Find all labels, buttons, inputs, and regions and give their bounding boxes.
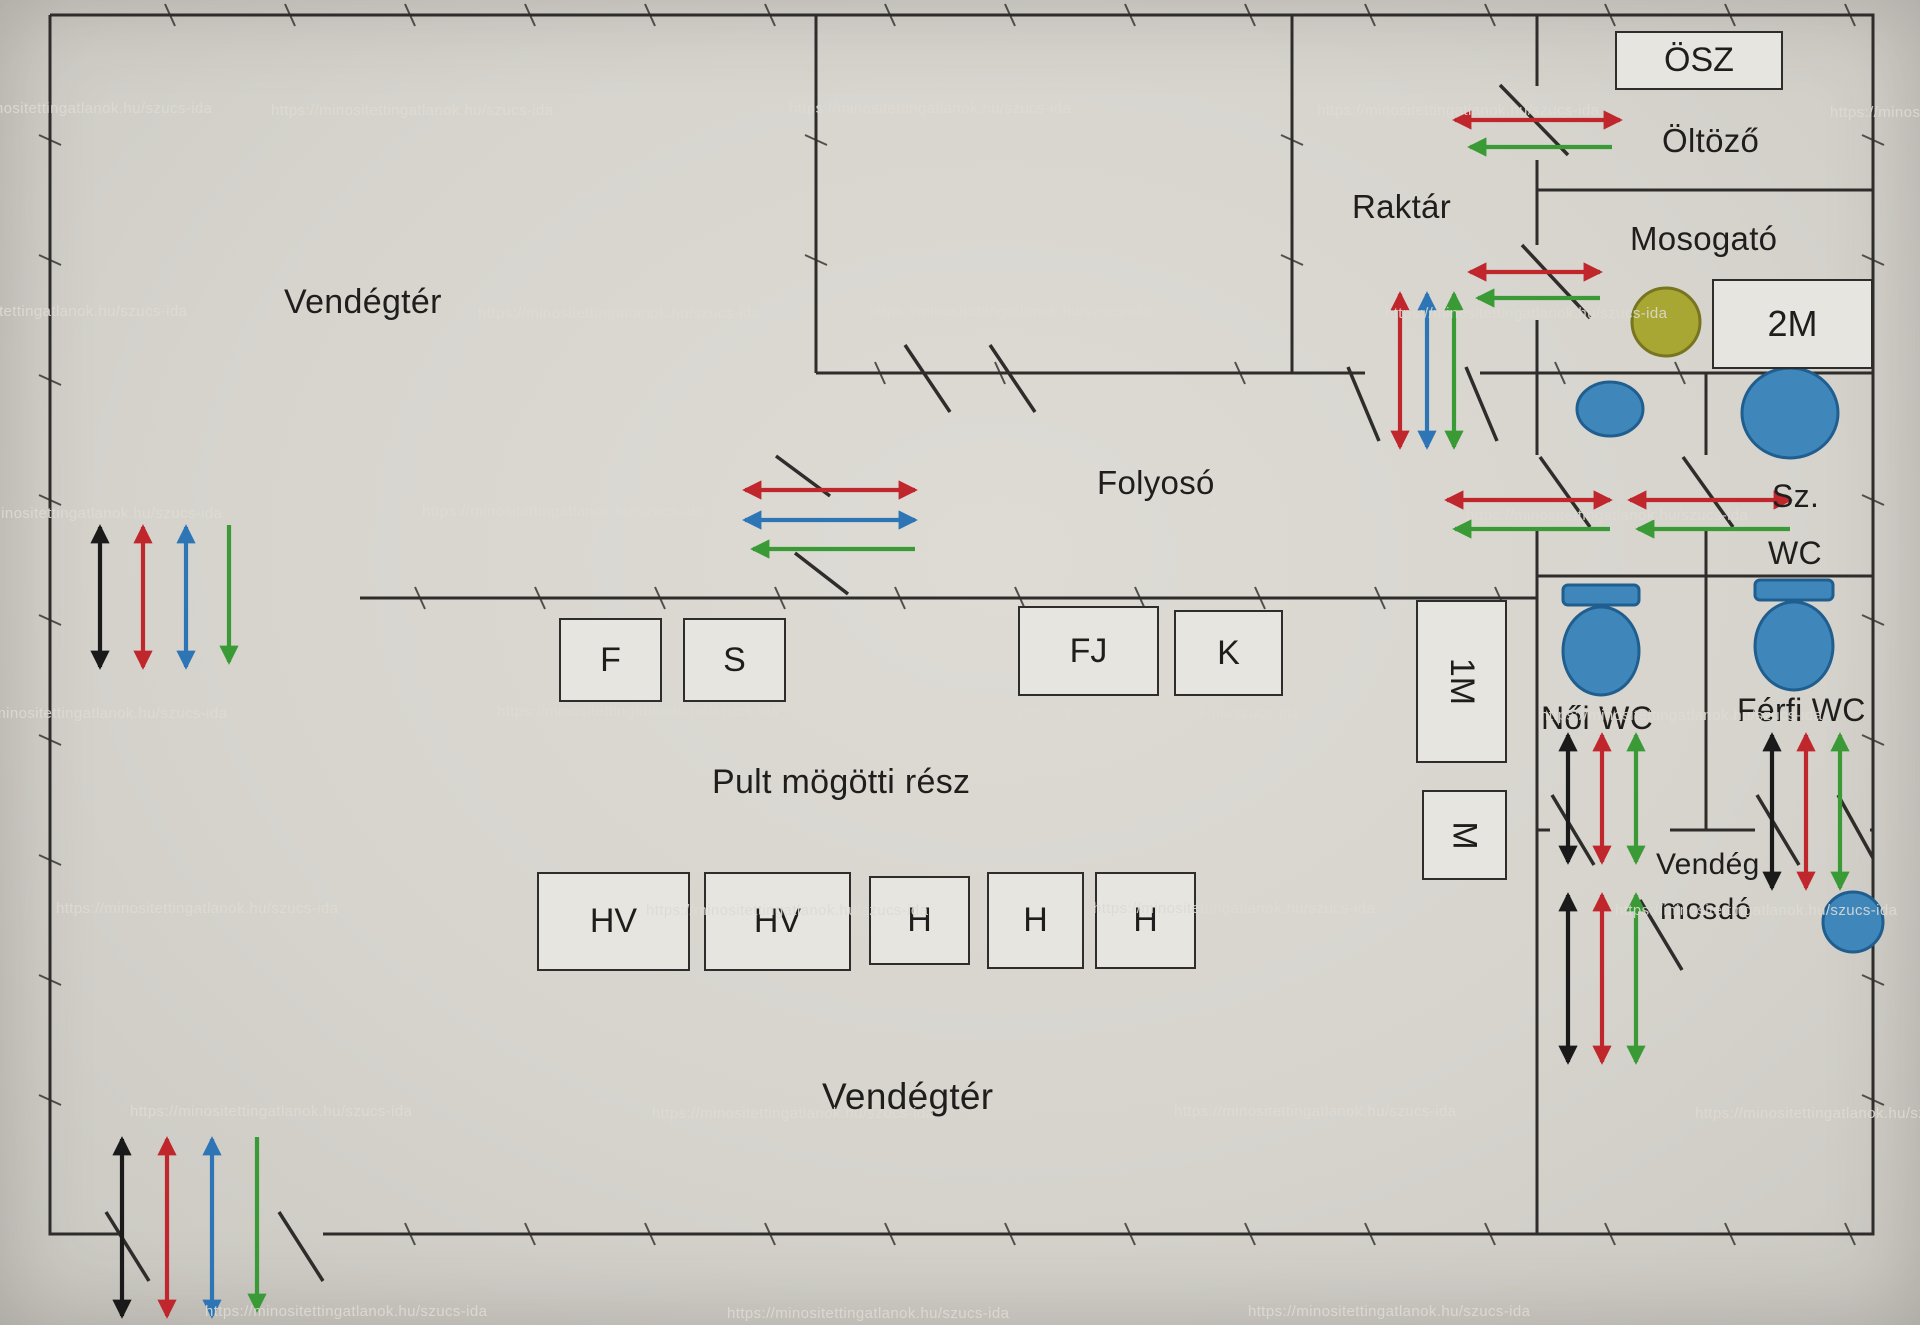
box-k-label: K	[1217, 633, 1240, 672]
box-s-label: S	[723, 640, 746, 679]
walls	[48, 13, 1875, 1236]
outer-wall-ticks	[38, 3, 1885, 1246]
box-fj-label: FJ	[1069, 631, 1108, 670]
toilet-tank-icon	[1561, 583, 1641, 607]
box-2m: 2M	[1712, 279, 1873, 369]
door-direction-arrows	[90, 110, 1850, 1319]
toilet-tank-icon	[1753, 578, 1835, 602]
room-label-noi-wc: Női WC	[1541, 700, 1654, 736]
box-hv2: HV	[704, 872, 851, 971]
room-label-mosogato: Mosogató	[1630, 220, 1778, 257]
room-label-folyoso: Folyosó	[1097, 464, 1215, 501]
box-fj: FJ	[1018, 606, 1159, 696]
room-label-vendeg-mosdo-line1: Vendég	[1656, 848, 1760, 881]
box-h2: H	[987, 872, 1084, 969]
box-h1-label: H	[907, 901, 932, 939]
box-f: F	[559, 618, 662, 702]
room-label-pult-mogotti-resz: Pult mögötti rész	[712, 763, 971, 801]
box-2m-label: 2M	[1767, 303, 1818, 344]
room-label-sz-wc-line2: WC	[1768, 535, 1822, 571]
box-1m: 1M	[1416, 600, 1507, 763]
room-label-vendegter-bottom: Vendégtér	[822, 1076, 994, 1117]
box-m: M	[1422, 790, 1507, 880]
mosogato-sink-icon	[1630, 286, 1702, 358]
box-hv2-label: HV	[753, 902, 802, 940]
box-f-label: F	[600, 640, 621, 679]
room-label-sz-wc-line1: Sz.	[1772, 478, 1820, 514]
room-label-vendeg-mosdo-line2: mosdó	[1660, 893, 1752, 926]
room-label-vendegter-top: Vendégtér	[284, 283, 442, 321]
box-h3-label: H	[1133, 901, 1158, 939]
room-label-raktar: Raktár	[1352, 188, 1451, 225]
box-hv1: HV	[537, 872, 690, 971]
toilet-icon	[1561, 605, 1641, 697]
box-1m-label: 1M	[1442, 657, 1481, 706]
box-osz: ÖSZ	[1615, 31, 1783, 90]
box-h3: H	[1095, 872, 1196, 969]
room-label-oltozo: Öltöző	[1662, 122, 1760, 159]
box-hv1-label: HV	[589, 902, 638, 940]
box-s: S	[683, 618, 786, 702]
toilet-icon	[1740, 366, 1840, 460]
outer-walls	[48, 13, 1875, 1236]
room-label-ferfi-wc: Férfi WC	[1737, 692, 1866, 728]
box-h1: H	[869, 876, 970, 965]
box-m-label: M	[1445, 820, 1484, 850]
toilet-icon	[1753, 600, 1835, 692]
box-k: K	[1174, 610, 1283, 696]
box-h2-label: H	[1023, 901, 1048, 939]
sink-icon	[1821, 890, 1885, 954]
wall-ticks	[38, 3, 1885, 1246]
box-osz-label: ÖSZ	[1664, 41, 1734, 79]
inner-walls	[360, 15, 1873, 1234]
washbasin-icon	[1575, 380, 1645, 438]
